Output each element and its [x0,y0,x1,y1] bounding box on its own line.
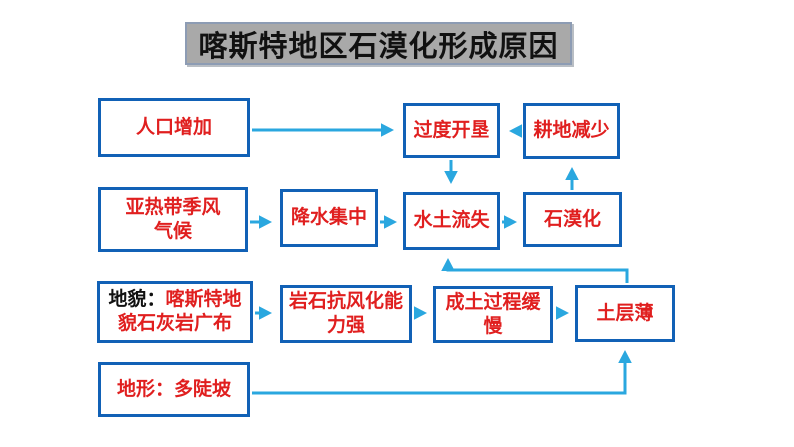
node-label-prefix: 地貌： [108,289,166,311]
node-label: 人口增加 [135,116,212,138]
node-label: 过度开垦 [413,119,490,141]
node-karst-landform-limestone: 地貌：喀斯特地 貌石灰岩广布 [97,281,253,343]
node-label: 岩石抗风化能 力强 [288,291,403,336]
node-label-main: 喀斯特地 貌石灰岩广布 [117,289,242,334]
node-slow-soil-formation: 成土过程缓 慢 [433,286,553,343]
node-label: 土层薄 [596,302,654,324]
node-population-growth: 人口增加 [98,98,250,157]
node-label: 成土过程缓 慢 [445,291,541,337]
node-label: 耕地减少 [533,120,610,142]
node-rocky-desertification: 石漠化 [523,192,622,247]
edge-thinsoil-to-erosion [441,258,629,283]
node-over-reclamation: 过度开垦 [403,103,500,158]
node-thin-soil-layer: 土层薄 [575,285,675,342]
node-label: 地貌：喀斯特地 貌石灰岩广布 [108,288,241,336]
node-subtropical-monsoon-climate: 亚热带季风 气候 [98,187,248,252]
node-label: 降水集中 [290,207,367,229]
node-rock-weathering-resistance: 岩石抗风化能 力强 [280,285,412,343]
node-label: 水土流失 [413,210,490,232]
edge-terrain-to-thinsoil [252,350,632,395]
node-concentrated-rainfall: 降水集中 [280,189,378,247]
node-label: 石漠化 [543,208,601,230]
node-soil-erosion: 水土流失 [403,192,500,250]
node-label: 亚热带季风 气候 [125,196,221,242]
node-label: 地形：多陡坡 [116,378,231,400]
node-farmland-decrease: 耕地减少 [523,103,620,159]
node-steep-slopes-terrain: 地形：多陡坡 [98,362,250,417]
diagram-title: 喀斯特地区石漠化形成原因 [185,22,572,65]
